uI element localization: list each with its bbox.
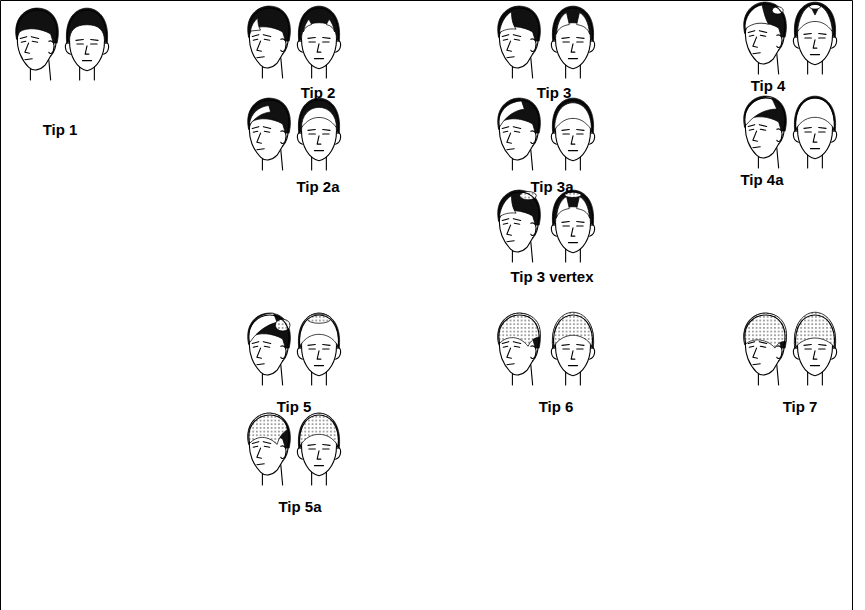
head-front: [551, 312, 594, 385]
head-side: [744, 2, 787, 74]
drawing-part: [745, 5, 769, 30]
drawing-part: [744, 97, 776, 126]
drawing-part: [303, 19, 334, 32]
drawing-part: [299, 413, 338, 446]
drawing-part: [499, 315, 539, 385]
head-side: [16, 8, 59, 80]
head-side: [498, 313, 541, 385]
drawing-part: [555, 103, 592, 130]
type-label: Tip 4a: [740, 171, 783, 188]
drawing-part: [552, 313, 593, 348]
drawing-part: [17, 10, 57, 80]
drawing-part: [499, 192, 539, 262]
drawing-part: [793, 98, 836, 168]
drawing-part: [552, 98, 593, 133]
head-side: [248, 98, 291, 170]
head-front: [297, 6, 340, 78]
drawing-part: [551, 100, 594, 170]
drawing-part: [297, 100, 340, 170]
drawing-part: [65, 10, 108, 80]
drawing-part: [745, 315, 785, 385]
head-front: [297, 413, 340, 485]
head-front: [551, 6, 594, 78]
drawing-part: [500, 12, 517, 33]
drawing-part: [499, 8, 539, 78]
drawing-part: [249, 415, 289, 485]
drawing-part: [745, 98, 785, 168]
drawing-part: [793, 4, 836, 74]
head-front: [65, 8, 108, 80]
head-front: [793, 312, 836, 385]
drawing-part: [302, 107, 337, 127]
head-front: [297, 98, 340, 170]
drawing-part: [248, 413, 287, 444]
drawing-part: [551, 8, 594, 78]
drawing-part: [552, 190, 593, 225]
drawing-part: [551, 192, 594, 262]
drawing-part: [249, 315, 289, 385]
drawing-part: [298, 98, 339, 133]
head-front: [551, 190, 594, 262]
head-side: [744, 96, 787, 168]
drawing-part: [556, 13, 589, 34]
drawing-part: [794, 2, 835, 37]
drawing-part: [552, 312, 593, 348]
drawing-part: [498, 313, 540, 346]
head-front: [793, 96, 836, 168]
drawing-part: [297, 415, 340, 485]
drawing-part: [793, 315, 836, 385]
drawing-part: [248, 313, 277, 342]
drawing-part: [796, 98, 835, 129]
drawing-part: [249, 8, 289, 78]
type-label: Tip 6: [539, 398, 574, 415]
drawing-part: [298, 413, 339, 448]
type-label: Tip 7: [783, 398, 818, 415]
type-label: Tip 2a: [296, 178, 339, 195]
drawing-part: [794, 312, 835, 348]
drawing-part: [297, 315, 340, 385]
type-label: Tip 4: [751, 77, 786, 94]
head-front: [297, 313, 340, 385]
type-label: Tip 1: [43, 121, 78, 138]
head-side: [248, 313, 291, 385]
type-label: Tip 5a: [278, 498, 321, 515]
drawing-part: [556, 197, 589, 218]
head-side: [744, 313, 787, 385]
drawing-part: [552, 6, 593, 41]
drawing-part: [499, 101, 525, 127]
head-front: [793, 2, 836, 74]
drawing-part: [66, 8, 107, 43]
head-side: [248, 413, 291, 485]
head-front: [551, 98, 594, 170]
drawing-part: [794, 313, 835, 348]
type-label: Tip 3a: [530, 178, 573, 195]
drawing-part: [298, 6, 339, 41]
drawing-part: [794, 96, 835, 131]
head-side: [498, 98, 541, 170]
drawing-part: [299, 313, 338, 346]
type-label: Tip 5: [277, 398, 312, 415]
drawing-part: [551, 315, 594, 385]
head-side: [498, 190, 541, 262]
drawing-part: [499, 100, 539, 170]
head-side: [248, 6, 291, 78]
type-label: Tip 2: [301, 84, 336, 101]
drawing-part: [500, 196, 517, 217]
drawing-part: [297, 8, 340, 78]
head-side: [498, 6, 541, 78]
type-label: Tip 3: [537, 84, 572, 101]
drawing-part: [809, 4, 820, 9]
drawing-part: [745, 4, 785, 74]
type-label: Tip 3 vertex: [510, 268, 593, 285]
drawing-part: [249, 100, 289, 170]
drawing-part: [298, 313, 339, 348]
drawing-part: [250, 18, 260, 31]
